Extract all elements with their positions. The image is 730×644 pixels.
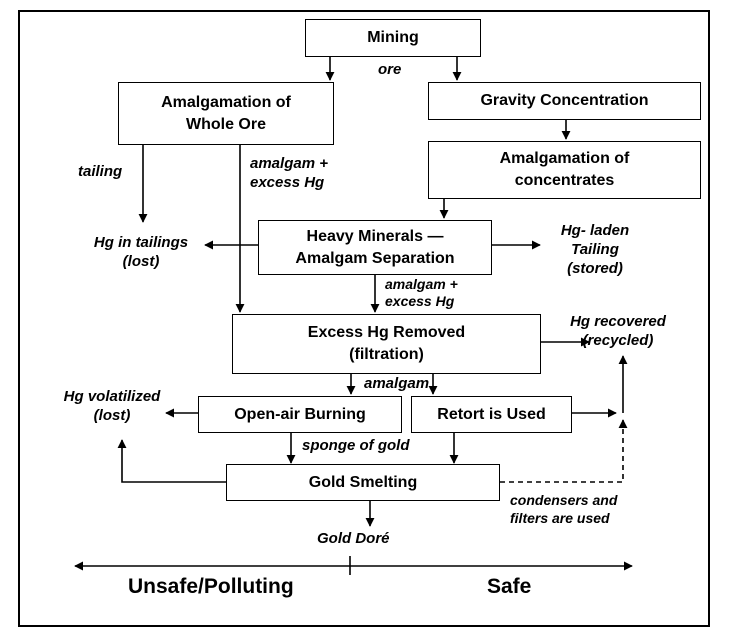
box-gravity-concentration: Gravity Concentration: [428, 82, 701, 120]
label-sponge-of-gold: sponge of gold: [302, 437, 410, 454]
box-retort-used: Retort is Used: [411, 396, 572, 433]
label-ore: ore: [378, 61, 402, 78]
label-tailing: tailing: [78, 163, 123, 180]
label-gold-dore: Gold Doré: [317, 530, 390, 547]
box-amalgamation-concentrates: Amalgamation of concentrates: [428, 141, 701, 199]
box-mining: Mining: [305, 19, 481, 57]
diagram-frame: [18, 10, 710, 627]
label-hg-laden-tailing: Hg- laden Tailing (stored): [560, 222, 630, 277]
scale-safe: Safe: [487, 575, 532, 598]
label-hg-recovered: Hg recovered (recycled): [570, 313, 666, 349]
label-amalgam-excess-hg-2: amalgam + excess Hg: [385, 276, 458, 309]
label-condensers-filters: condensers and filters are used: [510, 492, 618, 526]
box-heavy-minerals-separation: Heavy Minerals — Amalgam Separation: [258, 220, 492, 275]
box-excess-hg-removed: Excess Hg Removed (filtration): [232, 314, 541, 374]
arrow-smelting-to-volatilized: [117, 439, 226, 483]
label-hg-volatilized: Hg volatilized (lost): [63, 388, 161, 424]
label-amalgam-excess-hg-1: amalgam + excess Hg: [250, 155, 328, 191]
box-amalgamation-whole-ore: Amalgamation of Whole Ore: [118, 82, 334, 145]
label-amalgam: amalgam: [364, 375, 430, 392]
box-gold-smelting: Gold Smelting: [226, 464, 500, 501]
label-hg-in-tailings: Hg in tailings (lost): [93, 234, 189, 270]
scale-unsafe-polluting: Unsafe/Polluting: [128, 575, 294, 598]
box-open-air-burning: Open-air Burning: [198, 396, 402, 433]
arrow-smelting-condensers: [500, 419, 628, 483]
